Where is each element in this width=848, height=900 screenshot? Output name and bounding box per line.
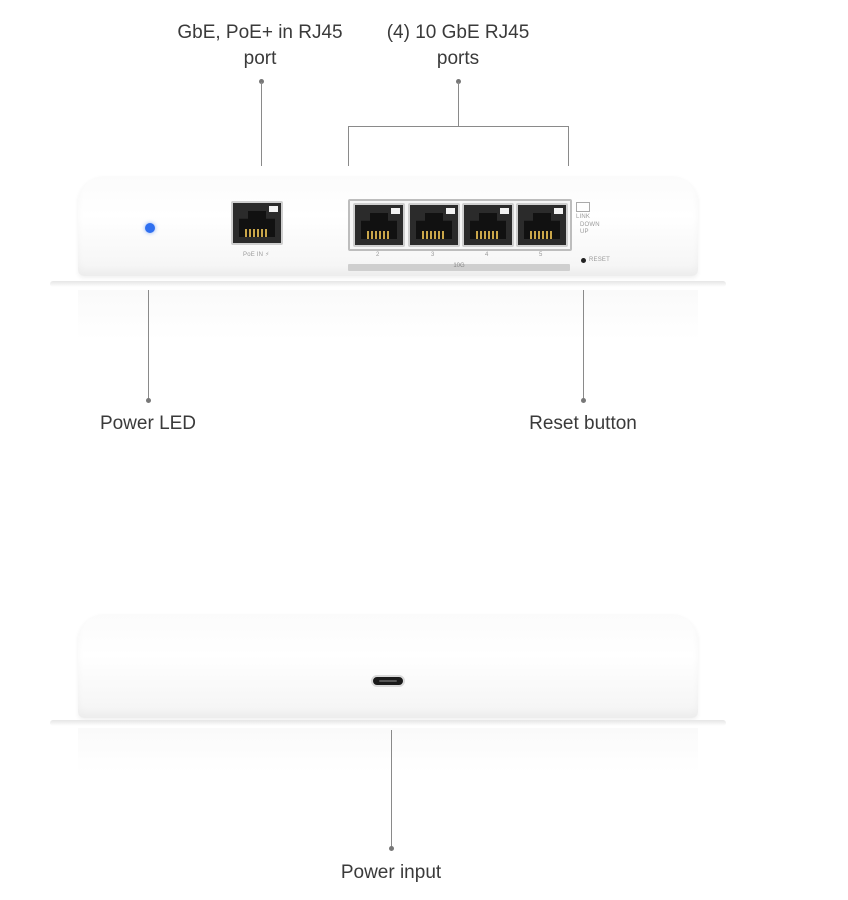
port-number-4: 4 — [485, 252, 489, 258]
link-legend-icon — [576, 202, 590, 212]
reset-button-leader-line — [583, 290, 584, 400]
ten-gbe-leader-line — [458, 82, 459, 126]
ten-gbe-bracket-horizontal — [348, 126, 569, 127]
ten-gbe-bracket-left — [348, 126, 349, 166]
reset-button-leader-dot — [581, 398, 586, 403]
legend-up: UP — [580, 229, 589, 235]
power-input-leader-line — [391, 730, 392, 848]
ten-gbe-speed-bar: 10G — [348, 263, 570, 271]
switch-rear-view — [78, 614, 698, 718]
ten-gbe-ports-callout-line2: ports — [436, 48, 480, 69]
power-led-leader-dot — [146, 398, 151, 403]
power-led-callout: Power LED — [99, 413, 197, 434]
poe-in-port — [231, 201, 283, 245]
switch-front-view: PoE IN ⚡ 2 3 4 5 10G LINK DOWN UP RESET — [78, 176, 698, 276]
port-2 — [353, 203, 405, 247]
ten-gbe-ports-callout: (4) 10 GbE RJ45 ports — [360, 20, 556, 72]
port-number-3: 3 — [431, 252, 435, 258]
reset-button — [581, 258, 586, 263]
ten-gbe-ports-callout-line1: (4) 10 GbE RJ45 — [386, 22, 530, 43]
power-led-indicator — [145, 223, 155, 233]
ten-gbe-bracket-right — [568, 126, 569, 166]
port-5 — [516, 203, 568, 247]
ten-gbe-speed-bar-label: 10G — [453, 263, 465, 269]
rear-device-reflection — [78, 728, 698, 773]
port-4 — [462, 203, 514, 247]
power-input-callout: Power input — [340, 862, 442, 883]
power-input-leader-dot — [389, 846, 394, 851]
legend-down: DOWN — [580, 222, 600, 228]
legend-link: LINK — [576, 214, 591, 220]
usb-c-power-port — [371, 675, 405, 687]
reset-label: RESET — [589, 257, 611, 263]
reset-button-callout: Reset button — [529, 413, 637, 434]
poe-port-leader-line — [261, 82, 262, 166]
poe-port-callout-line1: GbE, PoE+ in RJ45 — [177, 22, 343, 43]
port-number-5: 5 — [539, 252, 543, 258]
port-3 — [408, 203, 460, 247]
front-device-base — [50, 281, 726, 287]
poe-port-callout-line2: port — [243, 48, 277, 69]
rear-device-base — [50, 720, 726, 726]
power-led-leader-line — [148, 290, 149, 400]
poe-port-callout: GbE, PoE+ in RJ45 port — [160, 20, 360, 72]
port-number-2: 2 — [376, 252, 380, 258]
front-device-reflection — [78, 290, 698, 340]
ten-gbe-leader-dot — [456, 79, 461, 84]
poe-in-label: PoE IN ⚡ — [243, 252, 270, 258]
poe-port-leader-dot — [259, 79, 264, 84]
